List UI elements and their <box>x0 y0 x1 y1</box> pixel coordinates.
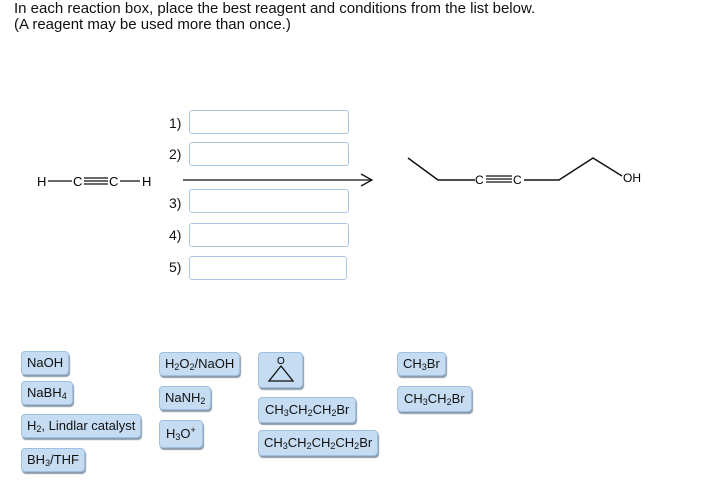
r3br-s2: 2 <box>307 408 313 418</box>
r4br-t2: CH <box>287 435 307 450</box>
reagent-nanh2[interactable]: NaNH2 <box>159 386 212 410</box>
product-left-chain <box>407 157 475 181</box>
r2br-t3: Br <box>451 391 465 406</box>
reagent-ch3ch2br[interactable]: CH3CH2Br <box>397 386 472 412</box>
instructions-line-1: In each reaction box, place the best rea… <box>14 0 536 17</box>
reaction-box-2[interactable] <box>189 142 349 166</box>
r4br-s1: 3 <box>282 441 288 451</box>
reagent-h3o-sub: 3 <box>175 432 181 442</box>
r4br-s3: 2 <box>330 441 336 451</box>
reagent-naoh-label: NaOH <box>27 355 64 370</box>
r1br-s1: 3 <box>421 362 427 372</box>
sm-h-left: H <box>37 174 46 189</box>
reaction-box-1[interactable] <box>189 110 349 134</box>
step-3-label: 3) <box>169 195 182 211</box>
reagent-bh3-text: BH <box>27 452 46 467</box>
reagent-h2o2-base: /NaOH <box>194 356 235 371</box>
r4br-s4: 2 <box>354 441 360 451</box>
reagent-h2o2-naoh[interactable]: H2O2/NaOH <box>159 352 241 376</box>
r2br-s2: 2 <box>446 397 452 407</box>
r2br-t1: CH <box>404 391 423 406</box>
reagent-h2o2-h: H <box>165 356 175 371</box>
reagent-h2-text: H <box>27 418 37 433</box>
r1br-t1: CH <box>403 356 422 371</box>
r2br-t2: CH <box>427 391 447 406</box>
r3br-s1: 3 <box>283 408 289 418</box>
sm-c2: C <box>109 174 118 189</box>
reagent-ethylene-oxide[interactable]: O <box>258 352 303 388</box>
reaction-box-3[interactable] <box>189 189 349 213</box>
reagent-nanh2-sub: 2 <box>200 396 206 406</box>
sm-h-right: H <box>142 174 151 189</box>
instructions-line-2: (A reagent may be used more than once.) <box>14 16 291 33</box>
reagent-h2o2-sub1: 2 <box>174 362 180 372</box>
r4br-t3: CH <box>311 435 331 450</box>
step-4-label: 4) <box>169 227 182 243</box>
reagent-bh3-thf[interactable]: BH3/THF <box>21 448 85 472</box>
product-c2: C <box>513 173 522 187</box>
reagent-h2-catalyst: , Lindlar catalyst <box>41 418 136 433</box>
reagent-h3o-plus[interactable]: H3O+ <box>159 420 203 448</box>
step-2-label: 2) <box>169 146 182 162</box>
reagent-h2-sub: 2 <box>36 424 42 434</box>
reagent-h3o-h: H <box>166 426 176 441</box>
reaction-box-5[interactable] <box>189 256 347 280</box>
reaction-box-4[interactable] <box>189 223 349 247</box>
r4br-t1: CH <box>264 435 283 450</box>
reagent-h3o-o: O <box>180 426 191 441</box>
reagent-h2-lindlar[interactable]: H2, Lindlar catalyst <box>21 414 142 438</box>
reagent-ch3ch2ch2br[interactable]: CH3CH2CH2Br <box>258 397 357 423</box>
reagent-nabh4-text: NaBH <box>27 385 62 400</box>
r4br-t5: Br <box>359 435 373 450</box>
r3br-s3: 2 <box>331 408 337 418</box>
reagent-nabh4-sub: 4 <box>61 391 67 401</box>
reagent-ch3br[interactable]: CH3Br <box>397 352 446 376</box>
r3br-t3: CH <box>312 402 332 417</box>
product-c1: C <box>475 173 484 187</box>
reaction-arrow-head <box>360 173 374 187</box>
reagent-h3o-charge: + <box>190 425 196 435</box>
reagent-h2o2-sub2: 2 <box>189 362 195 372</box>
r1br-t2: Br <box>426 356 440 371</box>
step-5-label: 5) <box>169 259 182 275</box>
reagent-nabh4[interactable]: NaBH4 <box>21 381 73 405</box>
reagent-nanh2-text: NaNH <box>165 390 201 405</box>
product-oh: OH <box>623 171 641 185</box>
r3br-t2: CH <box>288 402 308 417</box>
product-right-chain <box>524 157 623 181</box>
r3br-t1: CH <box>265 402 284 417</box>
reagent-bh3-solvent: /THF <box>50 452 79 467</box>
reagent-bh3-sub: 3 <box>45 458 51 468</box>
epoxide-oxygen: O <box>277 356 285 367</box>
r4br-t4: CH <box>335 435 355 450</box>
epoxide-structure-icon: O <box>267 356 295 382</box>
reagent-ch3ch2ch2ch2br[interactable]: CH3CH2CH2CH2Br <box>258 430 379 456</box>
instructions: In each reaction box, place the best rea… <box>14 1 535 33</box>
step-1-label: 1) <box>169 115 182 131</box>
reagent-h2o2-o: O <box>179 356 190 371</box>
reagent-naoh[interactable]: NaOH <box>21 351 70 375</box>
r4br-s2: 2 <box>306 441 312 451</box>
r3br-t4: Br <box>336 402 350 417</box>
sm-c1: C <box>73 174 82 189</box>
r2br-s1: 3 <box>422 397 428 407</box>
